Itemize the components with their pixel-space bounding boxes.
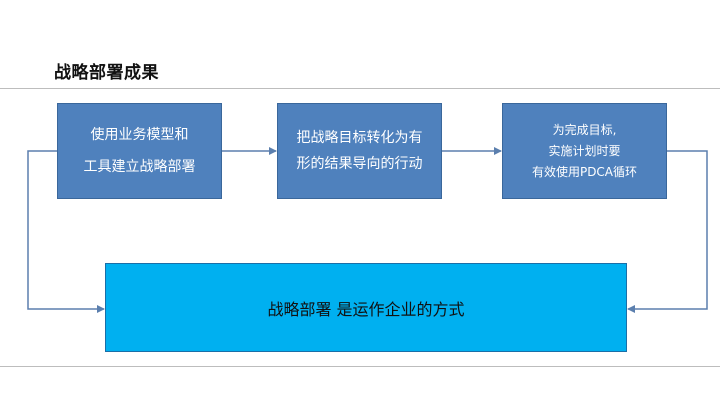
step-box-line: 形的结果导向的行动	[296, 156, 423, 172]
main-outcome-label: 战略部署 是运作企业的方式	[267, 299, 465, 319]
step-box-business-model: 使用业务模型和 工具建立战略部署	[57, 103, 222, 199]
main-outcome-box: 战略部署 是运作企业的方式	[105, 263, 627, 352]
arrow-box1-to-main	[27, 150, 105, 313]
slide-title: 战略部署成果	[54, 63, 159, 83]
step-box-line: 使用业务模型和	[90, 127, 189, 143]
step-box-line: 有效使用PDCA循环	[531, 164, 638, 179]
arrow-box3-to-main	[627, 150, 708, 313]
step-box-pdca: 为完成目标, 实施计划时要 有效使用PDCA循环	[502, 103, 667, 199]
step-box-line: 为完成目标,	[552, 122, 617, 137]
title-divider	[0, 88, 720, 89]
step-box-line: 工具建立战略部署	[83, 159, 196, 175]
step-box-line: 实施计划时要	[548, 143, 621, 158]
step-box-goals-to-actions: 把战略目标转化为有 形的结果导向的行动	[277, 103, 442, 199]
bottom-divider	[0, 366, 720, 367]
step-box-line: 把战略目标转化为有	[296, 130, 423, 146]
